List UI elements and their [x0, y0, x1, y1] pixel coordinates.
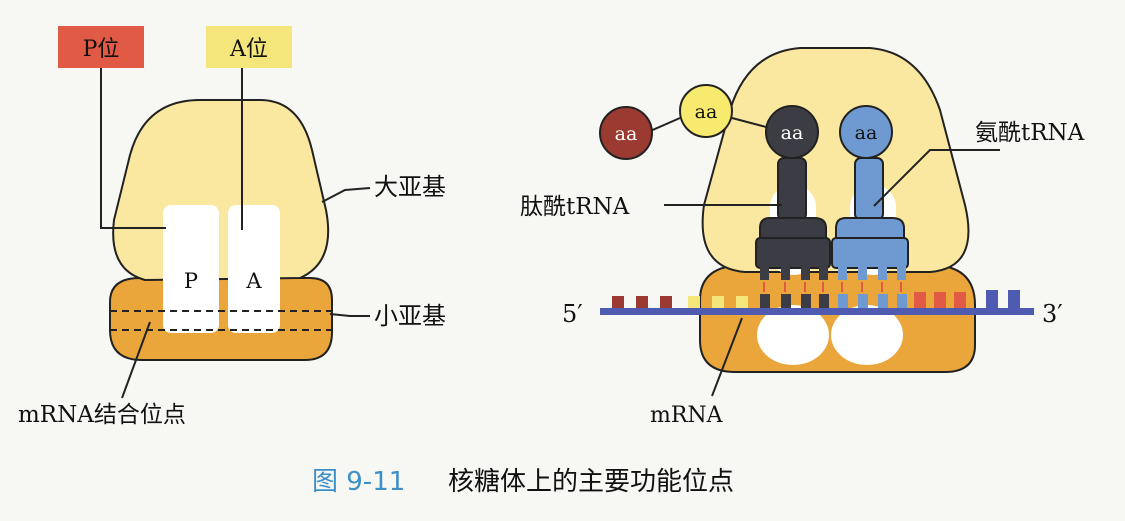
small-subunit-label: 小亚基 — [374, 302, 446, 330]
a-site-box-label: A位 — [229, 37, 268, 62]
p-site-box — [58, 26, 144, 68]
left-ribosome: P A — [109, 99, 333, 361]
binding-site-leader — [121, 321, 151, 399]
p-site-leader — [100, 68, 166, 229]
base-pairing-lines — [763, 282, 902, 292]
aa-yellow-circle — [679, 84, 733, 138]
mrna-label: mRNA — [650, 403, 724, 428]
peptidyl-anticodon-tooth — [801, 266, 810, 280]
a-site-box — [206, 26, 292, 68]
right-ribosome — [699, 47, 976, 373]
mrna-bases — [612, 290, 1020, 310]
peptide-bond-red-yellow — [647, 117, 681, 133]
left-large-subunit — [112, 99, 330, 282]
small-subunit-hole-left — [757, 305, 829, 365]
peptide-bond-yellow-dark — [731, 117, 771, 129]
figure-number: 图 9-11 — [312, 467, 405, 497]
aa-red-label: aa — [615, 123, 638, 145]
aa-dark-label: aa — [781, 122, 804, 144]
large-subunit-leader — [321, 187, 371, 203]
left-small-subunit — [109, 277, 333, 361]
peptidyl-trna: aa — [755, 105, 831, 280]
p-site-slot — [163, 205, 219, 333]
peptidyl-anticodon-tooth — [781, 266, 790, 280]
aminoacyl-trna-base — [831, 237, 909, 269]
five-prime-label: 5′ — [562, 300, 583, 328]
three-prime-label: 3′ — [1042, 300, 1063, 328]
aminoacyl-trna-label: 氨酰tRNA — [975, 120, 1085, 146]
p-site-box-label: P位 — [83, 37, 120, 62]
aa-blue-circle — [839, 105, 893, 159]
large-subunit-label: 大亚基 — [374, 173, 446, 201]
peptidyl-trna-base — [755, 237, 831, 269]
aa-dark-circle — [765, 105, 819, 159]
right-large-subunit — [701, 47, 970, 273]
figure-title: 核糖体上的主要功能位点 — [448, 467, 734, 497]
aminoacyl-anticodon-tooth — [858, 266, 867, 280]
aminoacyl-trna-stem — [854, 157, 884, 221]
mrna-leader — [711, 317, 743, 397]
aminoacyl-anticodon-tooth — [838, 266, 847, 280]
small-subunit-hole-right — [831, 305, 903, 365]
mrna-strand — [600, 308, 1034, 315]
a-slot-letter: A — [245, 269, 262, 293]
peptidyl-anticodon-tooth — [819, 266, 828, 280]
peptidyl-trna-label: 肽酰tRNA — [520, 194, 630, 220]
peptidyl-trna-stem — [777, 157, 807, 221]
aminoacyl-anticodon-tooth — [878, 266, 887, 280]
aa-red-circle — [599, 106, 653, 160]
aminoacyl-anticodon-tooth — [897, 266, 906, 280]
a-site-slot — [228, 205, 280, 333]
aa-blue-label: aa — [855, 122, 878, 144]
p-slot-letter: P — [184, 269, 198, 293]
aminoacyl-trna-leader — [873, 149, 1000, 207]
peptidyl-anticodon-tooth — [760, 266, 769, 280]
binding-site-label: mRNA结合位点 — [18, 402, 186, 428]
small-subunit-leader — [329, 313, 370, 317]
aa-yellow-label: aa — [695, 101, 718, 123]
